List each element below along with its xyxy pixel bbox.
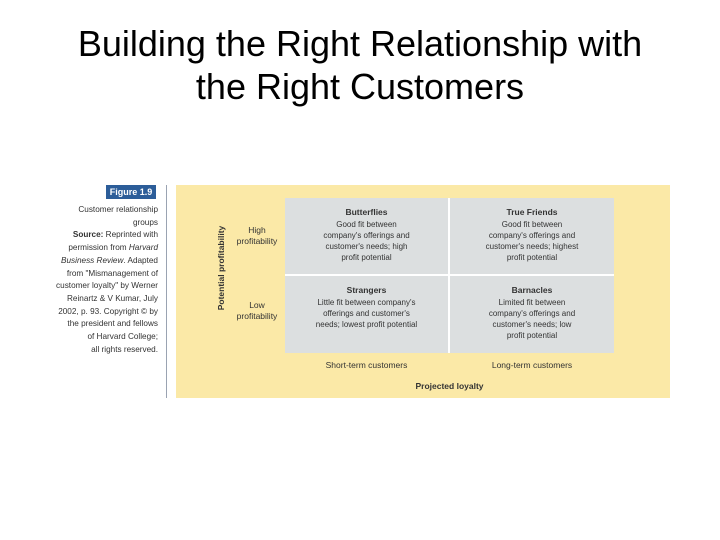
caption-source-line: Source: Reprinted with [48,229,158,242]
x-axis-label: Projected loyalty [415,381,484,391]
caption-text: Reprinted with [105,230,158,240]
caption-line: customer loyalty" by Werner [56,281,158,291]
figure-label: Figure 1.9 [106,185,156,199]
row-label-high: High profitability [236,225,278,246]
cell-strangers: Strangers Little fit between company's o… [285,276,448,353]
row-label-low: Low profitability [236,300,278,321]
relationship-matrix: Butterflies Good fit between company's o… [285,198,614,353]
caption-line: the president and fellows [67,319,158,329]
slide-title-line-2: the Right Customers [195,66,525,107]
caption-line: permission from Harvard [48,242,158,255]
caption-italic: Harvard [128,243,158,253]
slide-title-line-1: Building the Right Relationship with [77,23,643,64]
y-axis-label: Potential profitability [216,225,226,311]
caption-line: from "Mismanagement of [66,268,158,278]
caption-line: groups [132,217,158,227]
cell-true-friends: True Friends Good fit between company's … [450,198,614,274]
slide-title: Building the Right Relationship with the… [0,22,720,108]
column-label-long-term: Long-term customers [491,360,573,370]
caption-line: Reinartz & V Kumar, July [66,293,158,303]
column-label-short-term: Short-term customers [325,360,408,370]
caption-line: Business Review. Adapted [48,255,158,268]
caption-line: of Harvard College; [87,332,158,342]
cell-butterflies: Butterflies Good fit between company's o… [285,198,448,274]
caption-text: permission from [68,243,127,253]
caption-italic: Business Review [61,255,124,265]
caption-divider [166,185,167,398]
figure-caption: Customer relationship groups Source: Rep… [48,204,158,356]
source-label: Source: [72,230,104,240]
caption-line: 2002, p. 93. Copyright © by [58,306,158,316]
caption-line: all rights reserved. [91,344,158,354]
caption-line: Customer relationship [78,205,158,214]
caption-text: . Adapted [123,255,158,265]
cell-barnacles: Barnacles Limited fit between company's … [450,276,614,353]
